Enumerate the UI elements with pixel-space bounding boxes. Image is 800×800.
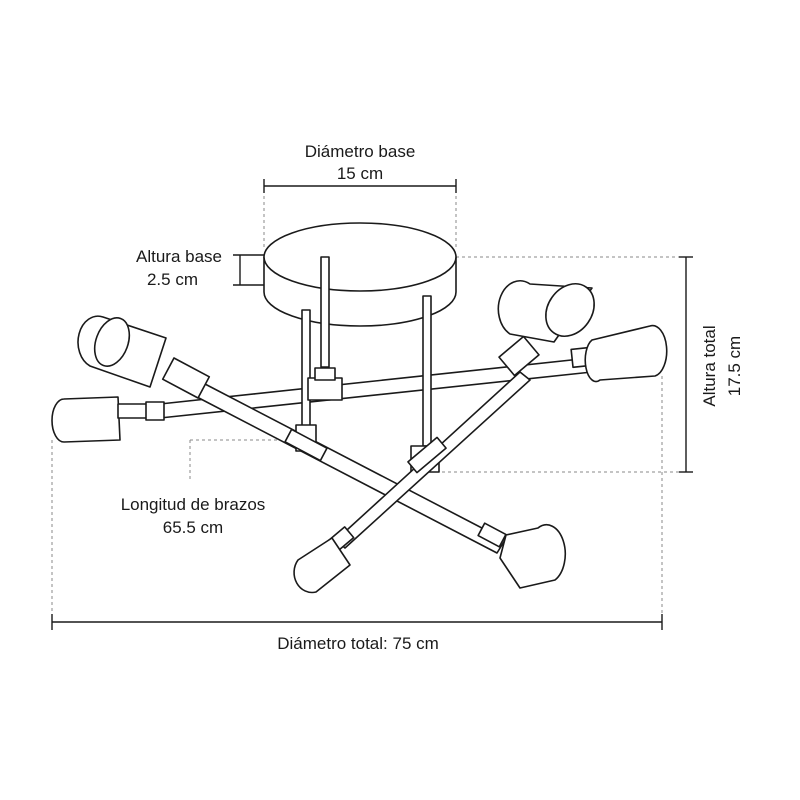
lamp-shade-lower-right (499, 524, 567, 589)
joint-sleeve (284, 428, 328, 462)
shade-opening (93, 317, 131, 367)
lamp-shade-upper-left (77, 315, 211, 399)
shade-opening (545, 283, 595, 337)
label-total-diameter: Diámetro total: 75 cm (277, 634, 439, 653)
shade-body (499, 524, 567, 589)
base-rod (422, 295, 432, 447)
base-rod (320, 256, 330, 368)
joint-sleeve (407, 436, 447, 474)
lamp-shade-left (51, 396, 161, 443)
label-base-diameter-title: Diámetro base (305, 142, 416, 161)
lamp-arm-diagonal-left (77, 315, 507, 554)
shade-socket (161, 357, 211, 399)
lamp-ceiling-base (263, 222, 457, 473)
dashed-guides (51, 196, 686, 622)
rod-joint-cap (314, 367, 336, 381)
lamp-shade-upper-right (497, 280, 595, 377)
rod-joint (307, 377, 343, 401)
label-arm-length-value: 65.5 cm (163, 518, 223, 537)
label-total-height-value: 17.5 cm (725, 336, 744, 396)
lamp-shade-lower-left (293, 537, 351, 594)
dimension-lines (51, 179, 693, 630)
shade-body (584, 324, 668, 383)
lamp-illustration (51, 222, 668, 594)
lamp-shade-right (570, 324, 668, 383)
arm-socket (477, 522, 507, 548)
shade-body (293, 537, 351, 594)
label-base-height-title: Altura base (136, 247, 222, 266)
label-total-height-title: Altura total (700, 325, 719, 406)
label-base-height-value: 2.5 cm (147, 270, 198, 289)
base-top (263, 222, 457, 292)
shade-body (51, 396, 121, 443)
dimension-labels: Diámetro base 15 cm Altura base 2.5 cm A… (121, 142, 744, 653)
label-arm-length-title: Longitud de brazos (121, 495, 266, 514)
lamp-joints (145, 401, 447, 474)
base-rod (301, 309, 311, 437)
joint-sleeve (145, 401, 165, 421)
label-base-diameter-value: 15 cm (337, 164, 383, 183)
shade-socket (498, 335, 540, 377)
